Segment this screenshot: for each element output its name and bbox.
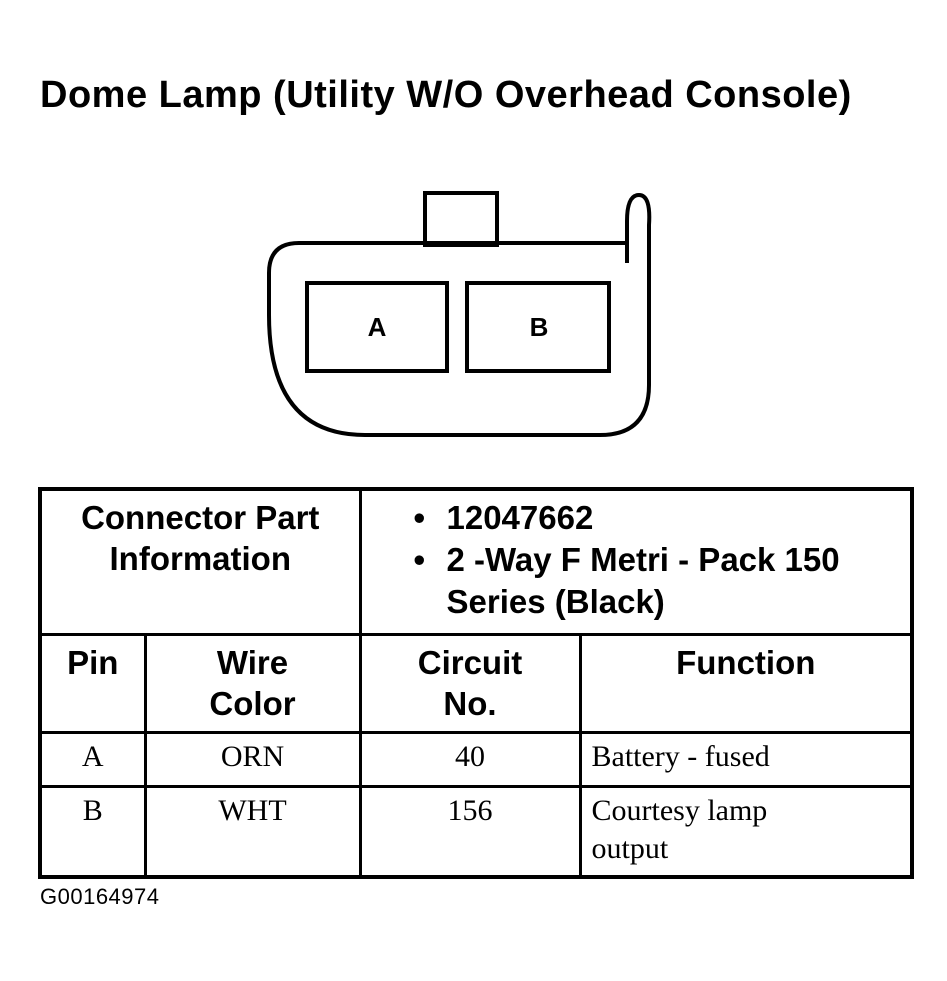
function-cell: Courtesy lamp output <box>578 785 914 878</box>
part-info-label: Connector Part Information <box>81 499 320 577</box>
pin-cell: A <box>38 731 147 788</box>
figure-id: G00164974 <box>40 884 160 909</box>
cavity-a-label: A <box>368 312 387 342</box>
cavity-b-label: B <box>530 312 549 342</box>
header-wire-color: Wire Color <box>143 633 362 734</box>
header-circuit-no: Circuit No. <box>358 633 582 734</box>
connector-face-view: A B <box>255 185 655 445</box>
connector-housing <box>267 193 652 437</box>
table-row: A ORN 40 Battery - fused <box>38 731 914 788</box>
part-info-values-cell: • 12047662 • 2 -Way F Metri - Pack 150 S… <box>358 487 914 636</box>
connector-info-table: Connector Part Information • 12047662 • … <box>38 487 914 879</box>
cavity-a <box>305 281 449 373</box>
cavity-b <box>465 281 611 373</box>
latch-tab <box>423 191 499 247</box>
connector-description: 2 -Way F Metri - Pack 150 Series (Black) <box>446 541 840 620</box>
connector-outline: A B <box>267 191 652 437</box>
function-cell: Battery - fused <box>578 731 914 788</box>
bullet-marker: • <box>413 541 426 578</box>
header-row: Pin Wire Color Circuit No. Function <box>38 633 914 734</box>
part-number: 12047662 <box>446 499 594 536</box>
bullet-marker: • <box>413 499 426 536</box>
table-row: B WHT 156 Courtesy lamp output <box>38 785 914 878</box>
header-function: Function <box>578 633 914 734</box>
circuit-no-cell: 40 <box>358 731 582 788</box>
diagram-title: Dome Lamp (Utility W/O Overhead Console) <box>40 74 852 116</box>
part-info-row: Connector Part Information • 12047662 • … <box>38 487 914 636</box>
wire-color-cell: WHT <box>143 785 362 878</box>
header-pin: Pin <box>38 633 147 734</box>
pin-cell: B <box>38 785 147 878</box>
circuit-no-cell: 156 <box>358 785 582 878</box>
part-info-label-cell: Connector Part Information <box>38 487 362 636</box>
wire-color-cell: ORN <box>143 731 362 788</box>
